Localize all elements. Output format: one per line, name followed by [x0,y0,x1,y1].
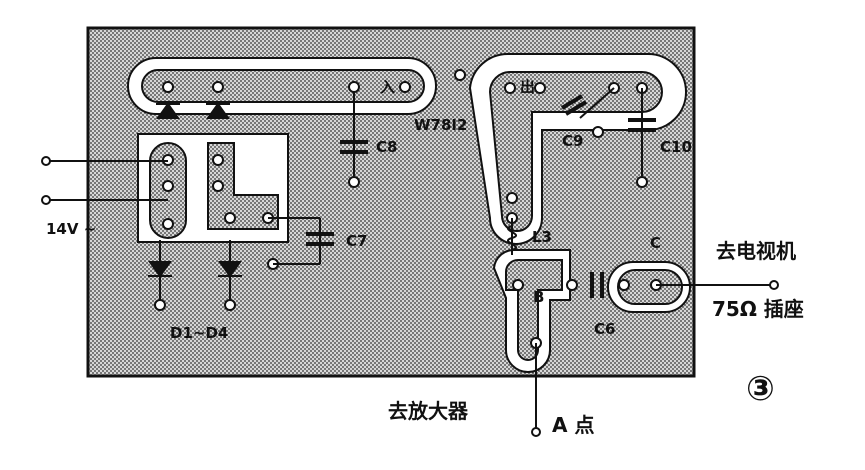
c-label: C [650,234,661,252]
diodes [148,102,242,278]
point-a-label: A 点 [552,413,594,437]
socket-label: 75Ω 插座 [712,297,804,321]
voltage-label: 14V ~ [46,220,96,238]
diodes-label: D1~D4 [170,324,228,342]
l3-label: L3 [532,228,552,246]
regulator-label: W78I2 [414,116,467,134]
c6-label: C6 [594,320,615,338]
solder-pads [154,69,662,349]
figure-number: ③ [746,369,775,409]
input-label: 入 [380,78,395,96]
to-amplifier-label: 去放大器 [388,399,469,423]
c10-label: C10 [660,138,692,156]
wires [50,87,770,428]
c7-label: C7 [346,232,367,250]
c8-label: C8 [376,138,397,156]
c9-label: C9 [562,132,583,150]
terminals [41,156,779,437]
to-tv-label: 去电视机 [716,239,796,263]
b-label: B [533,288,544,306]
output-label: 出 [520,78,535,96]
capacitors [306,94,656,298]
